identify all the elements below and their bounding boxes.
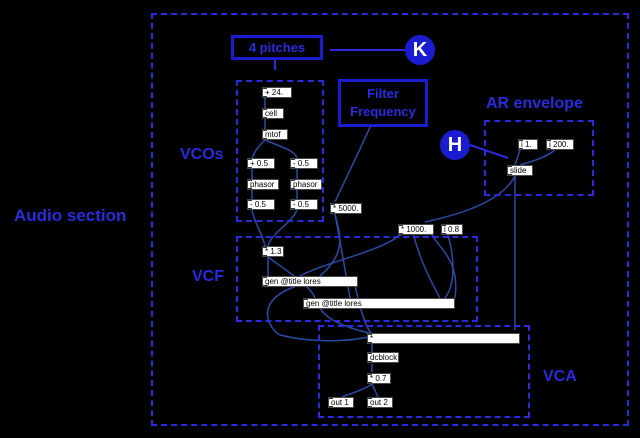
vcf-label: VCF xyxy=(192,268,224,285)
four-pitches-callout: 4 pitches xyxy=(231,35,323,60)
dcblock-object[interactable]: dcblock xyxy=(367,352,399,363)
mtof-object[interactable]: mtof xyxy=(262,129,288,140)
audio-section-label: Audio section xyxy=(14,206,127,225)
mul13-object[interactable]: * 1.3 xyxy=(262,246,284,257)
minus05a-object[interactable]: - 0.5 xyxy=(290,158,318,169)
out2-object[interactable]: out 2 xyxy=(367,397,393,408)
i1-object[interactable]: i 1. xyxy=(518,139,538,150)
filter-frequency-callout: Filter Frequency xyxy=(338,79,428,127)
audio-section-region xyxy=(151,13,629,426)
minus05b-object[interactable]: - 0.5 xyxy=(247,199,275,210)
vcos-region xyxy=(236,80,324,222)
gen2-object[interactable]: gen @title lores xyxy=(303,298,455,309)
i08-object[interactable]: i 0.8 xyxy=(441,224,463,235)
ar-envelope-region xyxy=(484,120,594,196)
ar-envelope-label: AR envelope xyxy=(486,95,583,112)
phasor2-object[interactable]: phasor xyxy=(290,179,322,190)
i200-object[interactable]: i 200. xyxy=(546,139,574,150)
mul07-object[interactable]: * 0.7 xyxy=(367,373,391,384)
star-object[interactable]: * xyxy=(367,333,520,344)
phasor1-object[interactable]: phasor xyxy=(247,179,279,190)
plus05-object[interactable]: + 0.5 xyxy=(247,158,275,169)
slide-object[interactable]: slide xyxy=(507,165,533,176)
key-h-icon: H xyxy=(440,130,470,160)
vcf-region xyxy=(236,236,478,322)
mul5000-object[interactable]: * 5000. xyxy=(330,203,362,214)
vca-region xyxy=(318,325,530,418)
cell-object[interactable]: cell xyxy=(262,108,284,119)
vcos-label: VCOs xyxy=(180,146,224,163)
key-k-icon: K xyxy=(405,35,435,65)
gen1-object[interactable]: gen @title lores xyxy=(262,276,358,287)
filter-text-line2: Frequency xyxy=(350,104,416,119)
vca-label: VCA xyxy=(543,368,577,385)
minus05c-object[interactable]: - 0.5 xyxy=(290,199,318,210)
filter-text-line1: Filter xyxy=(367,86,399,101)
mul1000-object[interactable]: * 1000. xyxy=(398,224,434,235)
four-pitches-text: 4 pitches xyxy=(248,40,306,55)
plus24-object[interactable]: + 24. xyxy=(262,87,292,98)
out1-object[interactable]: out 1 xyxy=(328,397,354,408)
